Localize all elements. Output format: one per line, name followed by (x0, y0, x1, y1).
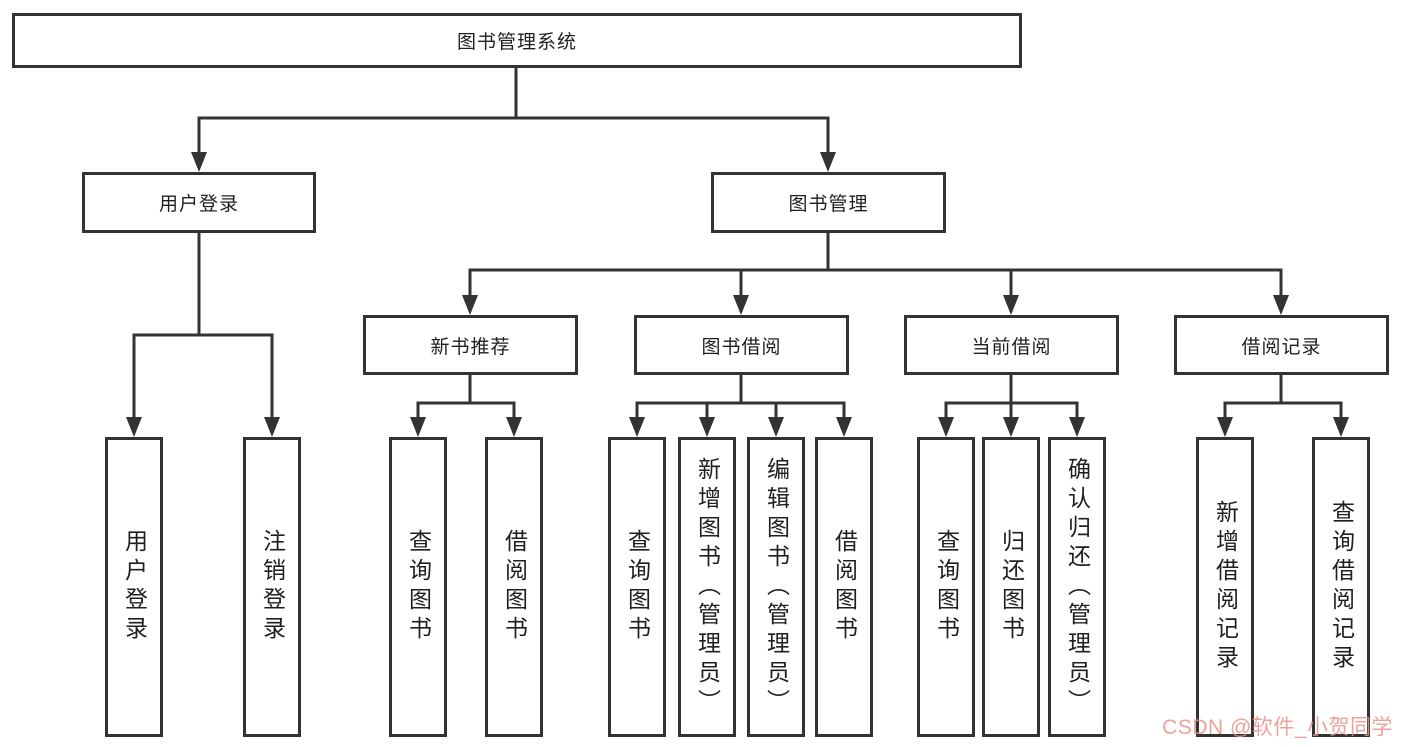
leaf-borrow-edit-book-admin: 编辑图书（管理员） (747, 437, 805, 737)
connector-book-manage (468, 231, 1283, 300)
node-root: 图书管理系统 (12, 13, 1022, 68)
arrow-down-icon (126, 417, 142, 437)
leaf-borrow-add-book-admin: 新增图书（管理员） (678, 437, 736, 737)
node-label: 新书推荐 (430, 336, 511, 358)
node-label: 查询借阅记录 (1328, 500, 1355, 674)
node-current-borrow: 当前借阅 (904, 315, 1119, 375)
node-label: 查询图书 (405, 529, 432, 645)
node-label: 图书管理系统 (456, 32, 577, 53)
arrow-down-icon (938, 417, 954, 437)
leaf-records-add-record: 新增借阅记录 (1196, 437, 1254, 737)
arrow-down-icon (1003, 417, 1019, 437)
connector-borrow (635, 373, 846, 422)
leaf-current-confirm-return-admin: 确认归还（管理员） (1048, 437, 1106, 737)
arrow-down-icon (820, 152, 836, 172)
arrow-down-icon (836, 417, 852, 437)
connector-root (197, 66, 830, 157)
node-user-login: 用户登录 (82, 172, 316, 233)
leaf-current-return-book: 归还图书 (982, 437, 1040, 737)
node-label: 用户登录 (158, 194, 239, 215)
leaf-logout: 注销登录 (243, 437, 301, 737)
node-label: 借阅记录 (1241, 336, 1322, 358)
arrow-down-icon (768, 417, 784, 437)
arrow-down-icon (1333, 417, 1349, 437)
node-book-manage: 图书管理 (711, 172, 946, 233)
leaf-recommend-borrow-book: 借阅图书 (485, 437, 543, 737)
node-label: 归还图书 (998, 529, 1025, 645)
connector-records (1223, 373, 1343, 422)
arrow-down-icon (462, 295, 478, 315)
connector-user-login (132, 231, 274, 422)
node-borrow-records: 借阅记录 (1174, 315, 1389, 375)
arrow-down-icon (1069, 417, 1085, 437)
arrow-down-icon (1003, 295, 1019, 315)
arrow-down-icon (191, 152, 207, 172)
arrow-down-icon (1217, 417, 1233, 437)
connector-current (944, 373, 1079, 422)
leaf-borrow-query-book: 查询图书 (608, 437, 666, 737)
node-label: 用户登录 (121, 529, 148, 645)
arrow-down-icon (1273, 295, 1289, 315)
arrow-down-icon (699, 417, 715, 437)
node-label: 图书管理 (788, 194, 869, 215)
leaf-current-query-book: 查询图书 (917, 437, 975, 737)
arrow-down-icon (629, 417, 645, 437)
node-label: 查询图书 (624, 529, 651, 645)
node-label: 新增图书（管理员） (694, 456, 721, 718)
node-label: 编辑图书（管理员） (763, 456, 790, 718)
arrow-down-icon (733, 295, 749, 315)
node-label: 借阅图书 (831, 529, 858, 645)
leaf-borrow-borrow-book: 借阅图书 (815, 437, 873, 737)
connector-recommend (416, 373, 516, 422)
leaf-records-query-record: 查询借阅记录 (1312, 437, 1370, 737)
node-book-borrow: 图书借阅 (634, 315, 849, 375)
node-label: 借阅图书 (501, 529, 528, 645)
node-label: 确认归还（管理员） (1064, 456, 1091, 718)
node-label: 图书借阅 (701, 336, 782, 358)
arrow-down-icon (264, 417, 280, 437)
node-label: 当前借阅 (971, 336, 1052, 358)
leaf-user-login: 用户登录 (105, 437, 163, 737)
node-label: 新增借阅记录 (1212, 500, 1239, 674)
arrow-down-icon (506, 417, 522, 437)
node-new-book-recommend: 新书推荐 (363, 315, 578, 375)
arrow-down-icon (410, 417, 426, 437)
node-label: 查询图书 (933, 529, 960, 645)
leaf-recommend-query-book: 查询图书 (389, 437, 447, 737)
node-label: 注销登录 (259, 529, 286, 645)
